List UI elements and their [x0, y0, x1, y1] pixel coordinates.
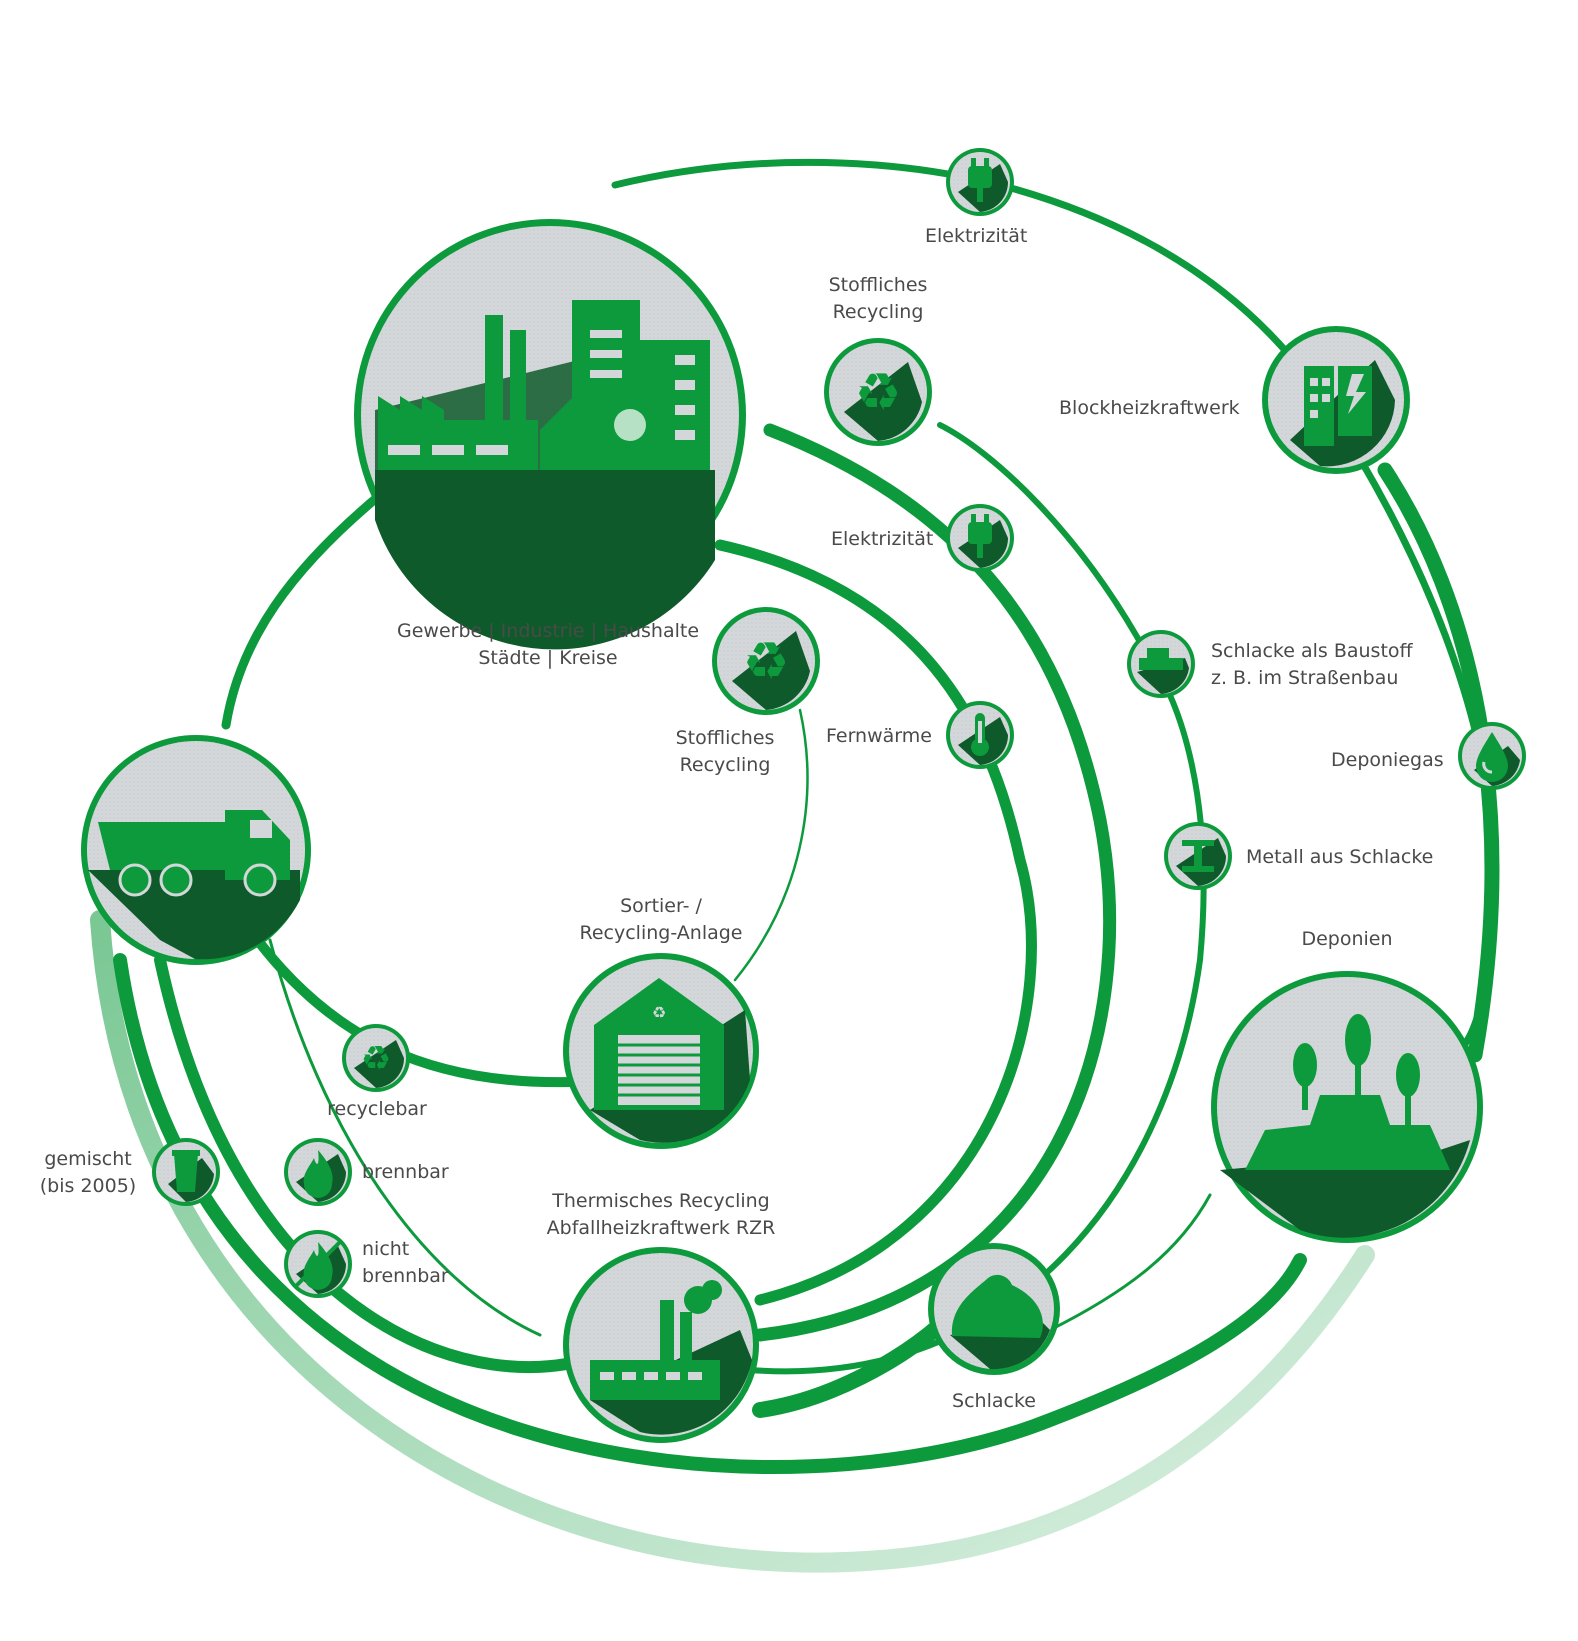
svg-text:♻: ♻ — [855, 363, 902, 423]
svg-text:♻: ♻ — [361, 1039, 391, 1079]
flow-thermal-slag — [752, 1317, 948, 1418]
label-recycling-outer-line1: Stoffliches — [828, 274, 928, 296]
label-city-sub: Städte | Kreise — [478, 647, 618, 669]
flow-fernwaerme — [714, 539, 1037, 1306]
node-slag — [928, 1243, 1060, 1375]
no-flame-icon — [284, 1230, 352, 1298]
flow-city-truck — [221, 490, 385, 730]
label-landfill: Deponien — [1301, 928, 1393, 950]
recycle-icon: ♻ — [824, 338, 932, 446]
flow-slag-landfill — [1048, 1193, 1212, 1332]
flame-icon — [284, 1138, 352, 1206]
label-schlacke-baustoff-line2: z. B. im Straßenbau — [1211, 667, 1399, 689]
flow-nicht-brennbar — [113, 953, 1307, 1474]
label-recycling-inner-line2: Recycling — [679, 754, 771, 776]
label-slag: Schlacke — [952, 1390, 1036, 1412]
node-truck — [81, 735, 311, 965]
label-recyclebar: recyclebar — [327, 1098, 427, 1120]
label-recycling-inner-line1: Stoffliches — [675, 727, 775, 749]
label-metall: Metall aus Schlacke — [1246, 846, 1434, 868]
label-sorting-line2: Recycling-Anlage — [579, 922, 743, 944]
factory-city-icon — [375, 300, 715, 650]
svg-text:♻: ♻ — [743, 632, 790, 692]
thermometer-icon — [946, 701, 1014, 769]
label-elektrizitaet-outer: Elektrizität — [925, 225, 1028, 247]
node-chp — [1262, 326, 1410, 474]
label-recycling-outer-line2: Recycling — [832, 301, 924, 323]
label-city-name: Gewerbe | Industrie | Haushalte — [396, 620, 700, 642]
label-gemischt-line2: (bis 2005) — [39, 1175, 137, 1197]
svg-text:♻: ♻ — [652, 1003, 666, 1022]
node-city — [354, 219, 746, 650]
chp-plant-icon — [1290, 360, 1395, 467]
label-recycling-inner: Stoffliches Recycling — [676, 725, 775, 779]
landfill-icon — [1220, 1014, 1470, 1238]
small-icons: ♻ ♻ — [152, 148, 1526, 1298]
label-thermal: Thermisches Recycling Abfallheizkraftwer… — [547, 1188, 776, 1242]
label-nicht-brennbar: nicht brennbar — [362, 1236, 449, 1290]
node-thermal — [563, 1247, 759, 1443]
label-sorting-line1: Sortier- / — [620, 895, 702, 917]
recycling-hall-icon: ♻ — [590, 978, 750, 1143]
label-schlacke-baustoff-line1: Schlacke als Baustoff — [1211, 640, 1413, 662]
waste-bin-icon — [152, 1138, 220, 1206]
label-deponiegas: Deponiegas — [1331, 749, 1444, 771]
label-chp: Blockheizkraftwerk — [1059, 397, 1240, 419]
recycle-icon: ♻ — [342, 1024, 410, 1092]
label-recycling-outer: Stoffliches Recycling — [829, 272, 928, 326]
node-landfill — [1211, 971, 1483, 1243]
label-thermal-line1: Thermisches Recycling — [552, 1190, 770, 1212]
label-nicht-brennbar-line2: brennbar — [362, 1265, 449, 1287]
recycle-icon: ♻ — [712, 607, 820, 715]
label-city: Gewerbe | Industrie | Haushalte Städte |… — [397, 618, 699, 672]
label-brennbar: brennbar — [362, 1161, 449, 1183]
flow-sorting-recycle — [733, 708, 809, 982]
label-nicht-brennbar-line1: nicht — [362, 1238, 410, 1260]
plug-icon — [946, 148, 1014, 216]
flow-brennbar — [154, 954, 606, 1374]
label-gemischt-line1: gemischt — [44, 1148, 132, 1170]
label-thermal-line2: Abfallheizkraftwerk RZR — [546, 1217, 776, 1239]
plug-icon — [946, 504, 1014, 572]
flow-truck-thin — [268, 938, 542, 1337]
flow-outer-ring — [611, 158, 1499, 1054]
dump-truck-icon — [88, 810, 300, 960]
flow-recyclebar — [245, 925, 575, 1088]
gas-drop-icon — [1458, 722, 1526, 790]
paving-icon — [1127, 630, 1195, 698]
steel-beam-icon — [1164, 822, 1232, 890]
node-sorting: ♻ — [563, 953, 759, 1149]
label-sorting: Sortier- / Recycling-Anlage — [580, 893, 743, 947]
label-gemischt: gemischt (bis 2005) — [40, 1146, 136, 1200]
label-fernwaerme: Fernwärme — [826, 725, 932, 747]
incineration-plant-icon — [590, 1280, 752, 1435]
label-schlacke-baustoff: Schlacke als Baustoff z. B. im Straßenba… — [1211, 638, 1413, 692]
flow-mixed-to-landfill — [90, 910, 1375, 1573]
slag-pile-icon — [950, 1274, 1050, 1370]
flow-chp-landfill — [1377, 462, 1500, 1063]
label-elektrizitaet-inner: Elektrizität — [831, 528, 934, 550]
